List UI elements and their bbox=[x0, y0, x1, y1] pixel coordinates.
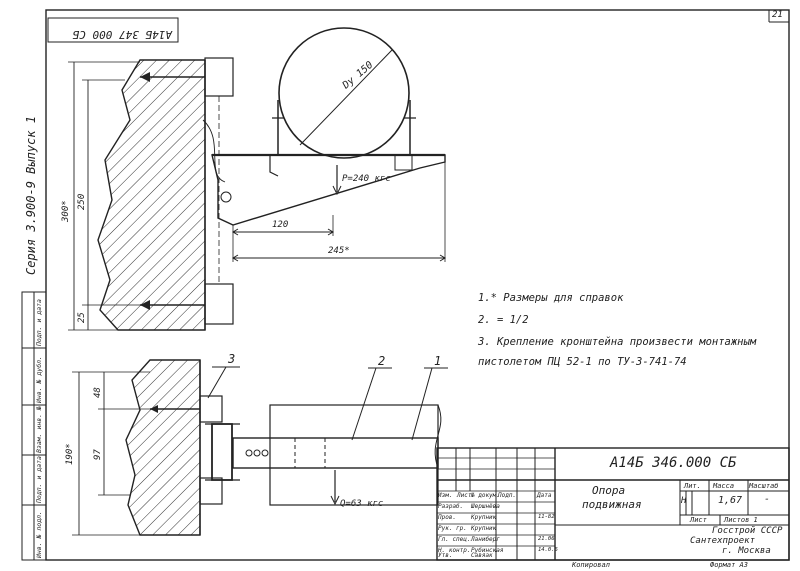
sheet-frame bbox=[45, 9, 790, 561]
head-list: Лист bbox=[457, 492, 472, 499]
role-2: Пров. bbox=[438, 514, 457, 521]
head-izm: Изм. bbox=[438, 492, 453, 499]
role-1: Разраб. bbox=[438, 503, 464, 510]
org-line-1: Госстрой СССР bbox=[712, 526, 783, 536]
wall-section-bottom bbox=[125, 359, 201, 536]
name-6: Савяак bbox=[471, 552, 493, 559]
dim-25: 25 bbox=[77, 312, 87, 323]
dim-250: 250 bbox=[77, 193, 87, 210]
sheets-label: Листов 1 bbox=[724, 516, 758, 524]
side-cell-5: Подп. и дата bbox=[35, 299, 43, 346]
format-label: Формат А3 bbox=[710, 561, 748, 569]
name-2: Крупник bbox=[471, 514, 497, 521]
dim-48: 48 bbox=[93, 387, 103, 398]
dim-load-top: P=240 кгс bbox=[342, 174, 391, 184]
name-5: Рубинская bbox=[471, 547, 504, 554]
role-3: Рук. гр. bbox=[438, 525, 467, 532]
scale-value: - bbox=[764, 494, 771, 505]
side-cell-3: Взам. инв. № bbox=[35, 406, 43, 453]
copied-label: Копировал bbox=[572, 561, 610, 569]
side-cell-4: Инв. № дубл. bbox=[35, 356, 43, 403]
mass-value: 1,67 bbox=[718, 495, 743, 506]
org-line-2: Сантехпроект bbox=[690, 536, 756, 546]
head-sign: Подп. bbox=[498, 492, 517, 499]
series-label: Серия 3.900-9 Выпуск 1 bbox=[24, 116, 38, 275]
callout-1: 1 bbox=[434, 354, 442, 368]
wall-section-top bbox=[97, 59, 206, 331]
u-clamp bbox=[211, 423, 233, 481]
bracket-top bbox=[211, 154, 446, 226]
dim-300: 300* bbox=[61, 200, 71, 222]
doc-code: А14Б 346.000 СБ bbox=[610, 455, 737, 471]
doc-name-1: Опора bbox=[592, 484, 626, 497]
title-block-lines bbox=[436, 447, 790, 561]
dim-190: 190* bbox=[65, 443, 75, 465]
head-doc: № докум. bbox=[471, 492, 500, 499]
lit-value: Н bbox=[681, 496, 687, 506]
bottom-plate-lower bbox=[199, 477, 223, 505]
top-plate-upper bbox=[204, 57, 234, 97]
dim-120: 120 bbox=[272, 220, 289, 230]
callout-2: 2 bbox=[378, 354, 386, 368]
name-3: Крупник bbox=[471, 525, 497, 532]
name-1: Шершнёва bbox=[471, 503, 500, 510]
sheet-number: 21 bbox=[772, 10, 783, 20]
pipe-circle bbox=[278, 27, 410, 159]
date-2: 21.06 bbox=[538, 536, 555, 542]
scale-header: Масштаб bbox=[749, 482, 779, 490]
role-4: Гл. спец. bbox=[438, 536, 471, 543]
callout-3: 3 bbox=[228, 352, 236, 366]
note-3: 3. Крепление кронштейна произвести монта… bbox=[478, 336, 757, 348]
date-1: 11-82 bbox=[538, 514, 555, 520]
top-stamp-box bbox=[47, 17, 179, 43]
note-2: 2. = 1/2 bbox=[478, 314, 529, 326]
name-4: Ланиберг bbox=[471, 536, 500, 543]
date-3: 14.0.6 bbox=[538, 547, 558, 553]
mass-header: Масса bbox=[713, 482, 735, 490]
dim-245: 245* bbox=[328, 246, 350, 256]
top-plate-lower bbox=[204, 283, 234, 325]
head-date: Дата bbox=[537, 492, 552, 499]
side-cell-2: Подп. и дата bbox=[35, 456, 43, 503]
dim-97: 97 bbox=[93, 449, 103, 460]
note-1: 1.* Размеры для справок bbox=[478, 292, 624, 304]
dim-load-bottom: Q=63 кгс bbox=[340, 499, 384, 509]
doc-name-2: подвижная bbox=[582, 498, 642, 511]
note-4: пистолетом ПЦ 52-1 по ТУ-3-741-74 bbox=[478, 356, 687, 368]
bottom-plate-upper bbox=[199, 395, 223, 423]
lit-header: Лит. bbox=[684, 482, 701, 490]
role-5: Н. контр. bbox=[438, 547, 471, 554]
org-line-3: г. Москва bbox=[722, 546, 771, 556]
top-stamp: А14Б 347 000 СБ bbox=[72, 28, 172, 41]
sheet-label: Лист bbox=[690, 516, 707, 524]
side-cell-1: Инв. № подл. bbox=[35, 511, 43, 558]
role-6: Утв. bbox=[438, 552, 453, 559]
